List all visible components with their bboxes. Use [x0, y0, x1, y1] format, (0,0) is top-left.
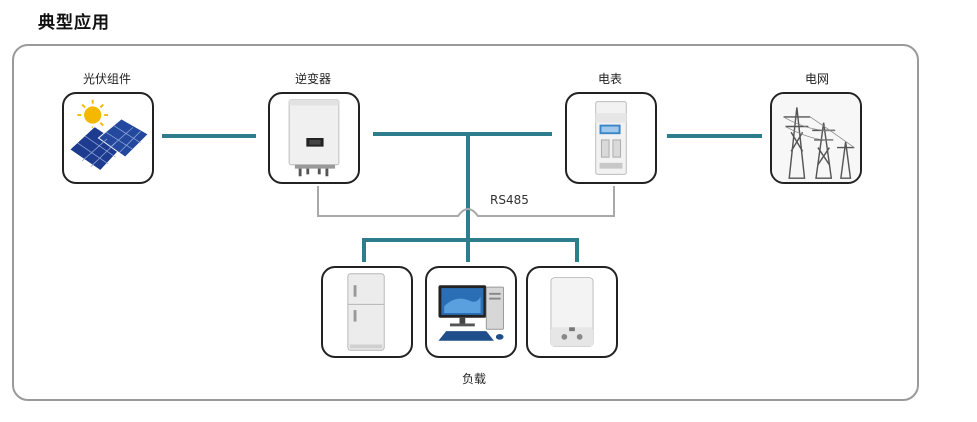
refrigerator-icon [347, 273, 385, 351]
pv-label: 光伏组件 [82, 72, 131, 86]
loads-label: 负载 [461, 372, 486, 386]
load-computer-node [425, 266, 517, 358]
desktop-computer-icon [438, 285, 504, 341]
page-title: 典型应用 [38, 13, 110, 33]
grid-node [770, 92, 862, 184]
energy-meter-icon [595, 101, 627, 175]
meter-node [565, 92, 657, 184]
diagram-frame [12, 44, 919, 401]
meter-label: 电表 [597, 72, 622, 86]
rs485-line [317, 186, 615, 217]
grid-label: 电网 [804, 72, 829, 86]
load-water-heater-node [526, 266, 618, 358]
pv-node [62, 92, 154, 184]
inverter-label: 逆变器 [294, 72, 331, 86]
load-refrigerator-node [321, 266, 413, 358]
power-tower-icon [772, 94, 860, 182]
water-heater-icon [550, 277, 594, 347]
rs485-label: RS485 [490, 193, 529, 207]
inverter-node [268, 92, 360, 184]
inverter-icon [288, 99, 340, 177]
solar-panel-icon [68, 99, 149, 172]
